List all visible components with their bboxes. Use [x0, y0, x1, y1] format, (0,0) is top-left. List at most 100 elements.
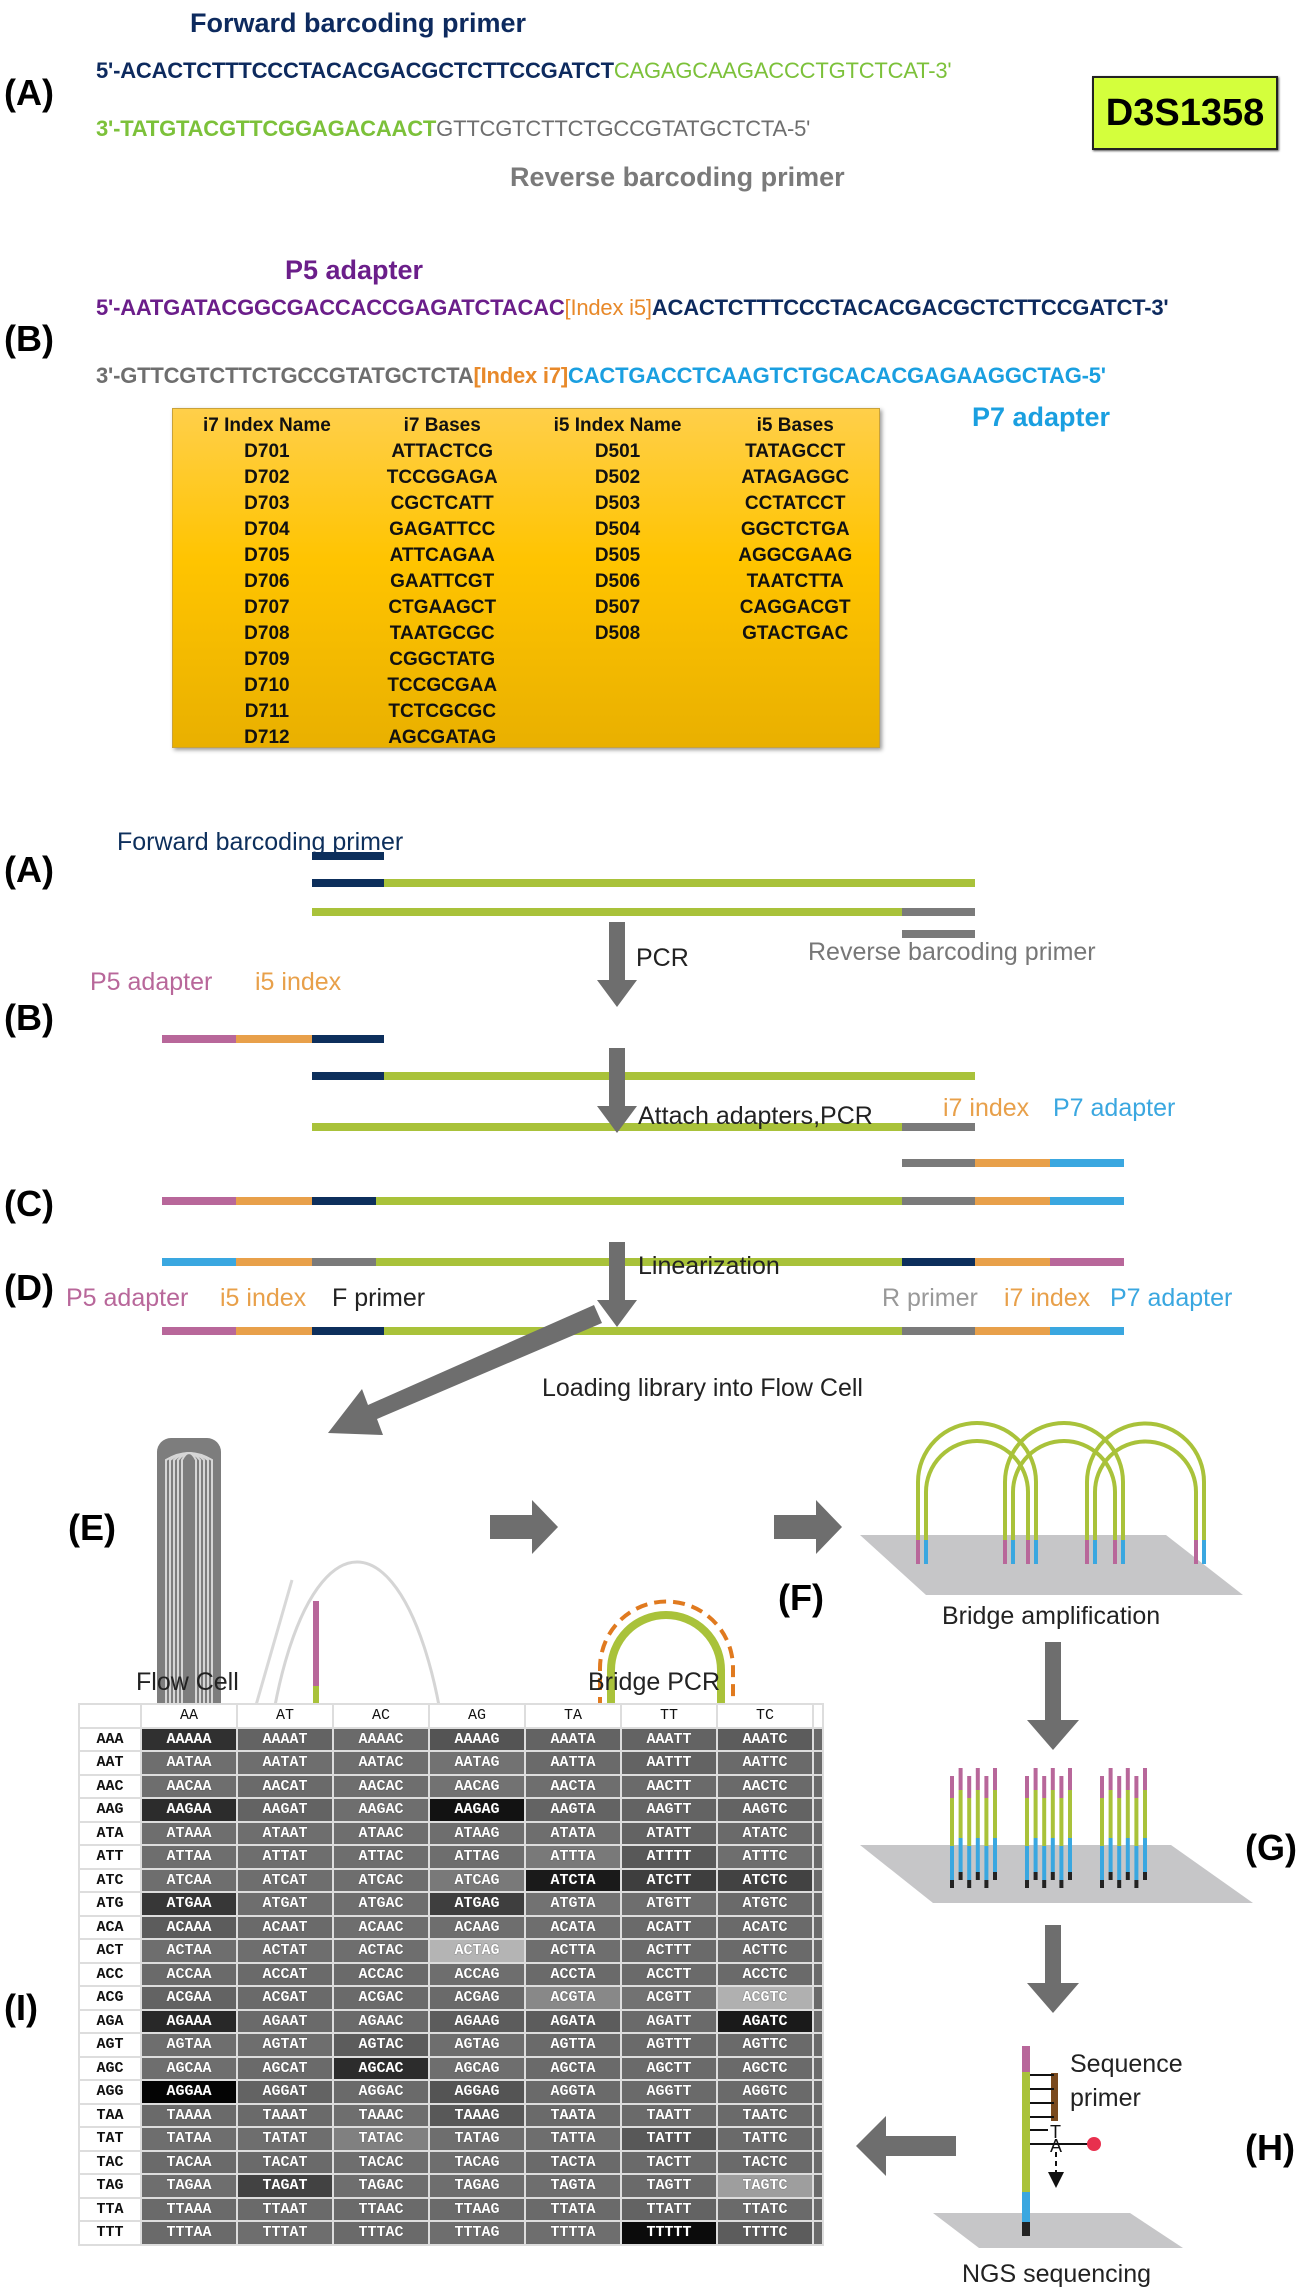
rev-primer-segment [902, 930, 975, 938]
heatmap-cell: ATTTA [526, 1846, 620, 1868]
d-f-primer-label: F primer [332, 1284, 425, 1312]
heatmap-cell: ATTAA [142, 1846, 236, 1868]
heatmap-cell: ATTAT [238, 1846, 332, 1868]
i7-bases: GAATTCGT [390, 571, 495, 592]
cluster-strand-segment [1033, 1768, 1038, 1790]
heatmap-row-header: ATA [80, 1822, 140, 1844]
col-header: i5 Bases [756, 415, 834, 436]
i5-bases: ATAGAGGC [741, 467, 850, 488]
heatmap-row-header: TAA [80, 2104, 140, 2126]
heatmap-cell: AGGTC [718, 2081, 812, 2103]
heatmap-cell: ATCAC [334, 1869, 428, 1891]
heatmap-cell: TTATA [526, 2198, 620, 2220]
cluster-strand-segment [1033, 1872, 1038, 1880]
heatmap-cell: ATTAC [334, 1846, 428, 1868]
target-segment [384, 879, 975, 887]
heatmap-cell: AATAC [334, 1752, 428, 1774]
cluster-strand-segment [958, 1838, 963, 1860]
heatmap-cell: ACCAC [334, 1963, 428, 1985]
heatmap-cut-cell [814, 1775, 822, 1797]
heatmap-cell: TACAA [142, 2151, 236, 2173]
heatmap-cell: TTAAG [430, 2198, 524, 2220]
heatmap-cell: ATAAC [334, 1822, 428, 1844]
heatmap-cell: ATCAA [142, 1869, 236, 1891]
heatmap-cell: AAATC [718, 1728, 812, 1750]
p5-segment [1050, 1258, 1124, 1266]
p5-segment [162, 1327, 236, 1335]
right-arrow-f-icon [774, 1500, 842, 1554]
heatmap-cut-cell [814, 2104, 822, 2126]
heatmap-cell: AAGTC [718, 1799, 812, 1821]
bridge-anchor [1003, 1540, 1007, 1564]
heatmap-cell: TAGAT [238, 2175, 332, 2197]
heatmap-cell: TATAG [430, 2128, 524, 2150]
i7-segment [236, 1258, 312, 1266]
heatmap-row-header: TTT [80, 2222, 140, 2244]
cluster-strand-segment [1042, 1798, 1047, 1846]
heatmap-cell: ACAAC [334, 1916, 428, 1938]
i7-index-name: D708 [244, 623, 290, 644]
i7-index-name: D706 [244, 571, 290, 592]
i5-bases: GGCTCTGA [740, 519, 850, 540]
heatmap-cell: TACTA [526, 2151, 620, 2173]
wf-label-g: (G) [1245, 1827, 1297, 1868]
rev-primer-segment [312, 1258, 376, 1266]
heatmap-row-header: AAT [80, 1752, 140, 1774]
cluster-strand-segment [1125, 1838, 1130, 1860]
cluster-strand-segment [1033, 1838, 1038, 1860]
cluster-strand-segment [1033, 1860, 1038, 1872]
cluster-strand-segment [1033, 1790, 1038, 1838]
p7-seq: CACTGACCTCAAGTCTGCACACGAGAAGGCTAG-5' [568, 363, 1106, 388]
bridge-anchor [1194, 1540, 1198, 1564]
p7-segment [1050, 1159, 1124, 1167]
sequence-primer-label-2: primer [1070, 2084, 1141, 2112]
cluster-strand-segment [1025, 1798, 1029, 1846]
cluster-strand-segment [1068, 1768, 1072, 1790]
sequence-primer-label-1: Sequence [1070, 2050, 1183, 2078]
i7-bases: CGGCTATG [389, 649, 496, 670]
cluster-strand-segment [1100, 1776, 1104, 1798]
heatmap-cell: AGAAG [430, 2010, 524, 2032]
i5-segment [236, 1035, 312, 1043]
bridge-anchor [916, 1540, 920, 1564]
heatmap-cell: TTTTC [718, 2222, 812, 2244]
heatmap-cell: TATTT [622, 2128, 716, 2150]
fwd-primer-segment [312, 1327, 384, 1335]
heatmap-cell: TAAAT [238, 2104, 332, 2126]
wf-i5-index-label: i5 index [255, 968, 342, 996]
i7-bases: AGCGATAG [388, 727, 497, 748]
cluster-strand-segment [1117, 1846, 1122, 1868]
bridge-anchor [1085, 1540, 1089, 1564]
cluster-strand-segment [1143, 1872, 1147, 1880]
heatmap-cell: ATATT [622, 1822, 716, 1844]
heatmap-cell: AGGAG [430, 2081, 524, 2103]
heatmap-column-header: AG [430, 1705, 524, 1727]
step-attach-label: Attach adapters,PCR [638, 1102, 873, 1130]
heatmap-cell: AGGAT [238, 2081, 332, 2103]
heatmap-cell: ACAAG [430, 1916, 524, 1938]
i7-index-name: D705 [244, 545, 290, 566]
heatmap-cell: TATTA [526, 2128, 620, 2150]
heatmap-cut-cell [814, 1940, 822, 1962]
heatmap-cell: AACTT [622, 1775, 716, 1797]
heatmap-cell: AGCAG [430, 2057, 524, 2079]
heatmap-cut-cell [814, 1846, 822, 1868]
heatmap-cell: TACAC [334, 2151, 428, 2173]
heatmap-row-header: TAT [80, 2128, 140, 2150]
step-pcr-label: PCR [636, 944, 689, 972]
heatmap-cell: AGATA [526, 2010, 620, 2032]
rev-primer-segment [902, 1159, 975, 1167]
cluster-strand-segment [958, 1872, 963, 1880]
i5-segment [236, 1327, 312, 1335]
cluster-strand-segment [1050, 1860, 1055, 1872]
i7-segment [975, 1197, 1050, 1205]
p5-seq: 5'-AATGATACGGCGACCACCGAGATCTACAC [96, 295, 565, 320]
cluster-strand-segment [1042, 1868, 1047, 1880]
